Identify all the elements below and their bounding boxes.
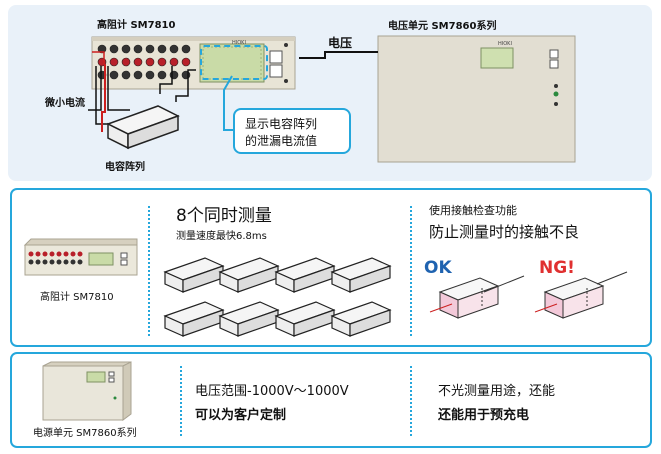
speed-subtitle: 测量速度最快6.8ms	[176, 231, 267, 242]
capacitor-5	[163, 301, 225, 337]
divider-bottom-2	[410, 366, 412, 436]
capacitor-2	[218, 257, 280, 293]
sm7810-title-label: 高阻计 SM7810	[97, 20, 176, 31]
contact-check-line-2: 防止测量时的接触不良	[429, 223, 580, 241]
sm7860-title-label: 电压单元 SM7860系列	[388, 21, 497, 32]
contact-check-line-1: 使用接触检查功能	[429, 204, 517, 217]
divider-middle-1	[148, 206, 150, 336]
ng-label: NG!	[539, 258, 575, 278]
svg-text:HIOKI: HIOKI	[498, 41, 512, 47]
callout-highlight-box	[200, 45, 268, 80]
capacitor-1	[163, 257, 225, 293]
sm7860-small-label: 电源单元 SM7860系列	[33, 428, 137, 439]
leakage-callout: 显示电容阵列 的泄漏电流值	[233, 108, 351, 154]
sm7810-small-image	[23, 238, 138, 276]
ok-label: OK	[424, 258, 452, 278]
callout-line-2: 的泄漏电流值	[245, 134, 318, 148]
ng-contact-illustration	[534, 262, 635, 322]
capacitor-4	[330, 257, 392, 293]
capacitor-7	[274, 301, 336, 337]
sm7860-small-image	[42, 361, 133, 421]
divider-middle-2	[410, 206, 412, 336]
svg-text:HIOKI: HIOKI	[232, 40, 246, 46]
capacitor-array-image	[106, 104, 184, 150]
ok-contact-illustration	[429, 262, 530, 322]
simultaneous-title: 8个同时测量	[176, 206, 272, 226]
usage-line-1: 不光测量用途，还能	[438, 384, 556, 399]
callout-line-1: 显示电容阵列	[245, 117, 318, 131]
sm7810-small-label: 高阻计 SM7810	[40, 292, 114, 303]
sm7860-device-image: HIOKI	[377, 35, 576, 163]
usage-line-2: 还能用于预充电	[438, 408, 530, 423]
capacitor-6	[218, 301, 280, 337]
capacitor-8	[330, 301, 392, 337]
voltage-range-line-1: 电压范围-1000V～1000V	[195, 384, 349, 399]
voltage-label: 电压	[328, 36, 353, 50]
capacitor-3	[274, 257, 336, 293]
divider-bottom-1	[180, 366, 182, 436]
micro-current-label: 微小电流	[45, 98, 85, 109]
voltage-range-line-2: 可以为客户定制	[195, 408, 287, 423]
capacitor-array-label: 电容阵列	[105, 162, 145, 173]
